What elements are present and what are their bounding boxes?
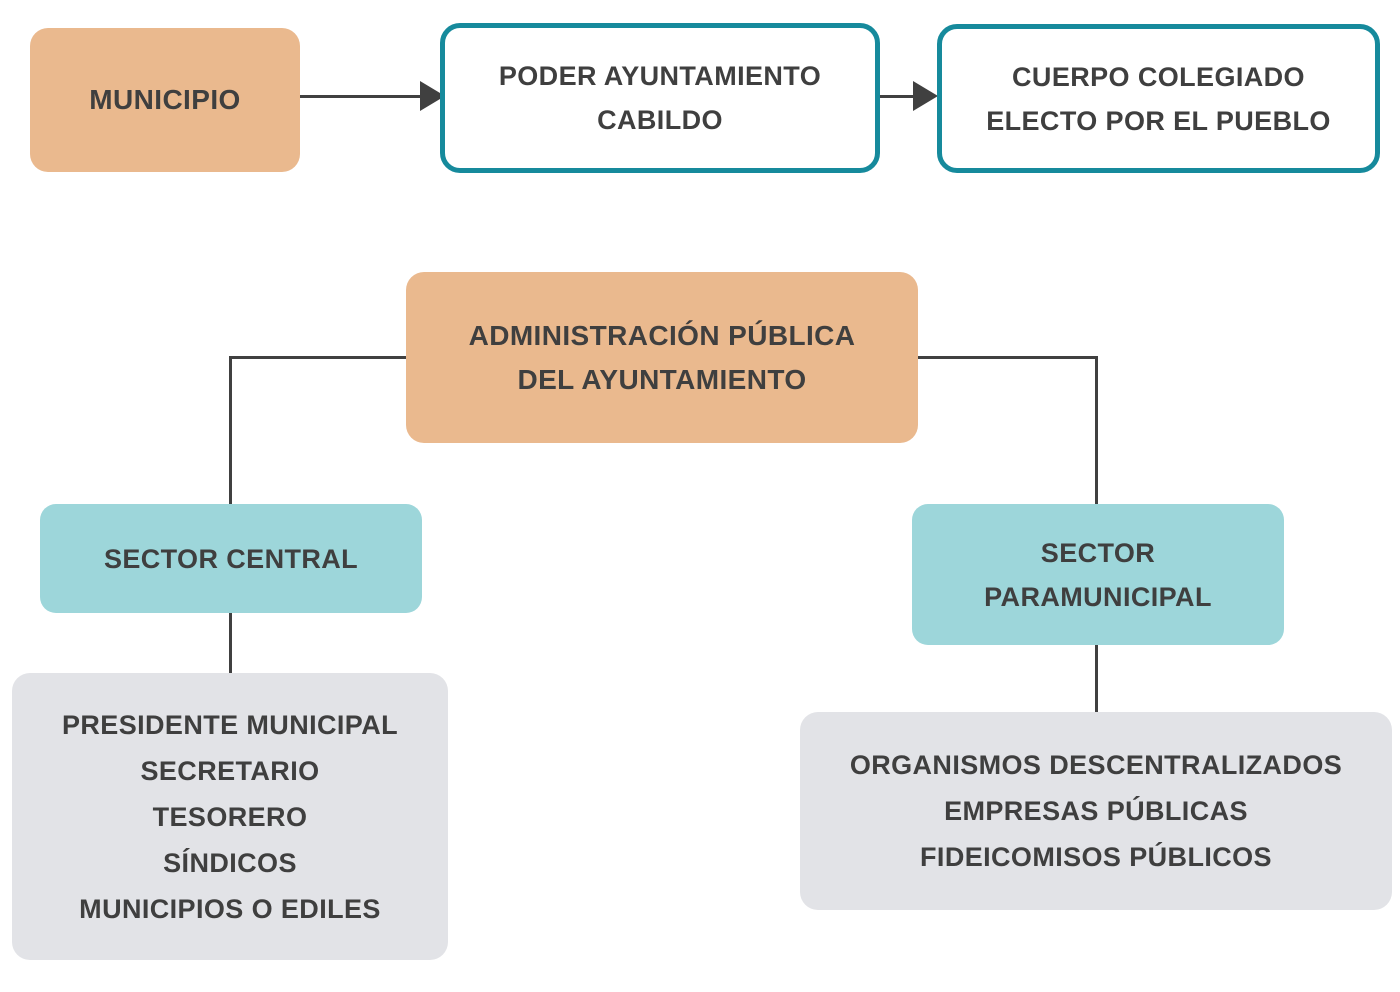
sector-central-members-node: PRESIDENTE MUNICIPAL SECRETARIO TESORERO… xyxy=(12,673,448,960)
sector-paramunicipal-line1: SECTOR xyxy=(1040,537,1156,568)
connector-central-to-members xyxy=(229,613,232,673)
poder-ayuntamiento-node: PODER AYUNTAMIENTO CABILDO xyxy=(440,23,880,173)
central-member-tesorero: TESORERO xyxy=(152,801,308,832)
connector-admin-to-sector-paramunicipal xyxy=(1095,356,1098,504)
paramunicipal-member-organismos: ORGANISMOS DESCENTRALIZADOS xyxy=(849,750,1343,780)
sector-paramunicipal-line2: PARAMUNICIPAL xyxy=(984,581,1212,612)
connector-paramunicipal-to-members xyxy=(1095,645,1098,712)
connector-admin-to-sector-central xyxy=(229,356,232,504)
arrow-municipio-to-poder-line xyxy=(300,95,422,98)
administracion-publica-node: ADMINISTRACIÓN PÚBLICA DEL AYUNTAMIENTO xyxy=(406,272,918,443)
central-member-presidente: PRESIDENTE MUNICIPAL xyxy=(61,709,399,740)
administracion-line2: DEL AYUNTAMIENTO xyxy=(517,363,807,395)
central-member-municipios: MUNICIPIOS O EDILES xyxy=(79,893,381,924)
cuerpo-colegiado-line1: CUERPO COLEGIADO xyxy=(1012,61,1305,92)
central-member-secretario: SECRETARIO xyxy=(140,755,320,786)
connector-admin-right-horizontal xyxy=(918,356,1097,359)
municipio-node: MUNICIPIO xyxy=(30,28,300,172)
central-member-sindicos: SÍNDICOS xyxy=(163,847,297,878)
arrow-poder-to-cuerpo-head xyxy=(913,81,938,111)
sector-paramunicipal-members-node: ORGANISMOS DESCENTRALIZADOS EMPRESAS PÚB… xyxy=(800,712,1392,910)
sector-paramunicipal-node: SECTOR PARAMUNICIPAL xyxy=(912,504,1284,645)
paramunicipal-member-empresas: EMPRESAS PÚBLICAS xyxy=(944,796,1248,826)
municipio-label: MUNICIPIO xyxy=(89,84,241,115)
cuerpo-colegiado-node: CUERPO COLEGIADO ELECTO POR EL PUEBLO xyxy=(937,24,1380,173)
sector-central-label: SECTOR CENTRAL xyxy=(103,543,359,574)
administracion-line1: ADMINISTRACIÓN PÚBLICA xyxy=(468,319,856,351)
sector-central-node: SECTOR CENTRAL xyxy=(40,504,422,613)
cuerpo-colegiado-line2: ELECTO POR EL PUEBLO xyxy=(986,105,1331,136)
poder-ayuntamiento-line2: CABILDO xyxy=(597,105,723,135)
connector-admin-left-horizontal xyxy=(230,356,406,359)
arrow-poder-to-cuerpo-line xyxy=(880,95,917,98)
poder-ayuntamiento-line1: PODER AYUNTAMIENTO xyxy=(498,61,822,91)
paramunicipal-member-fideicomisos: FIDEICOMISOS PÚBLICOS xyxy=(920,842,1272,872)
